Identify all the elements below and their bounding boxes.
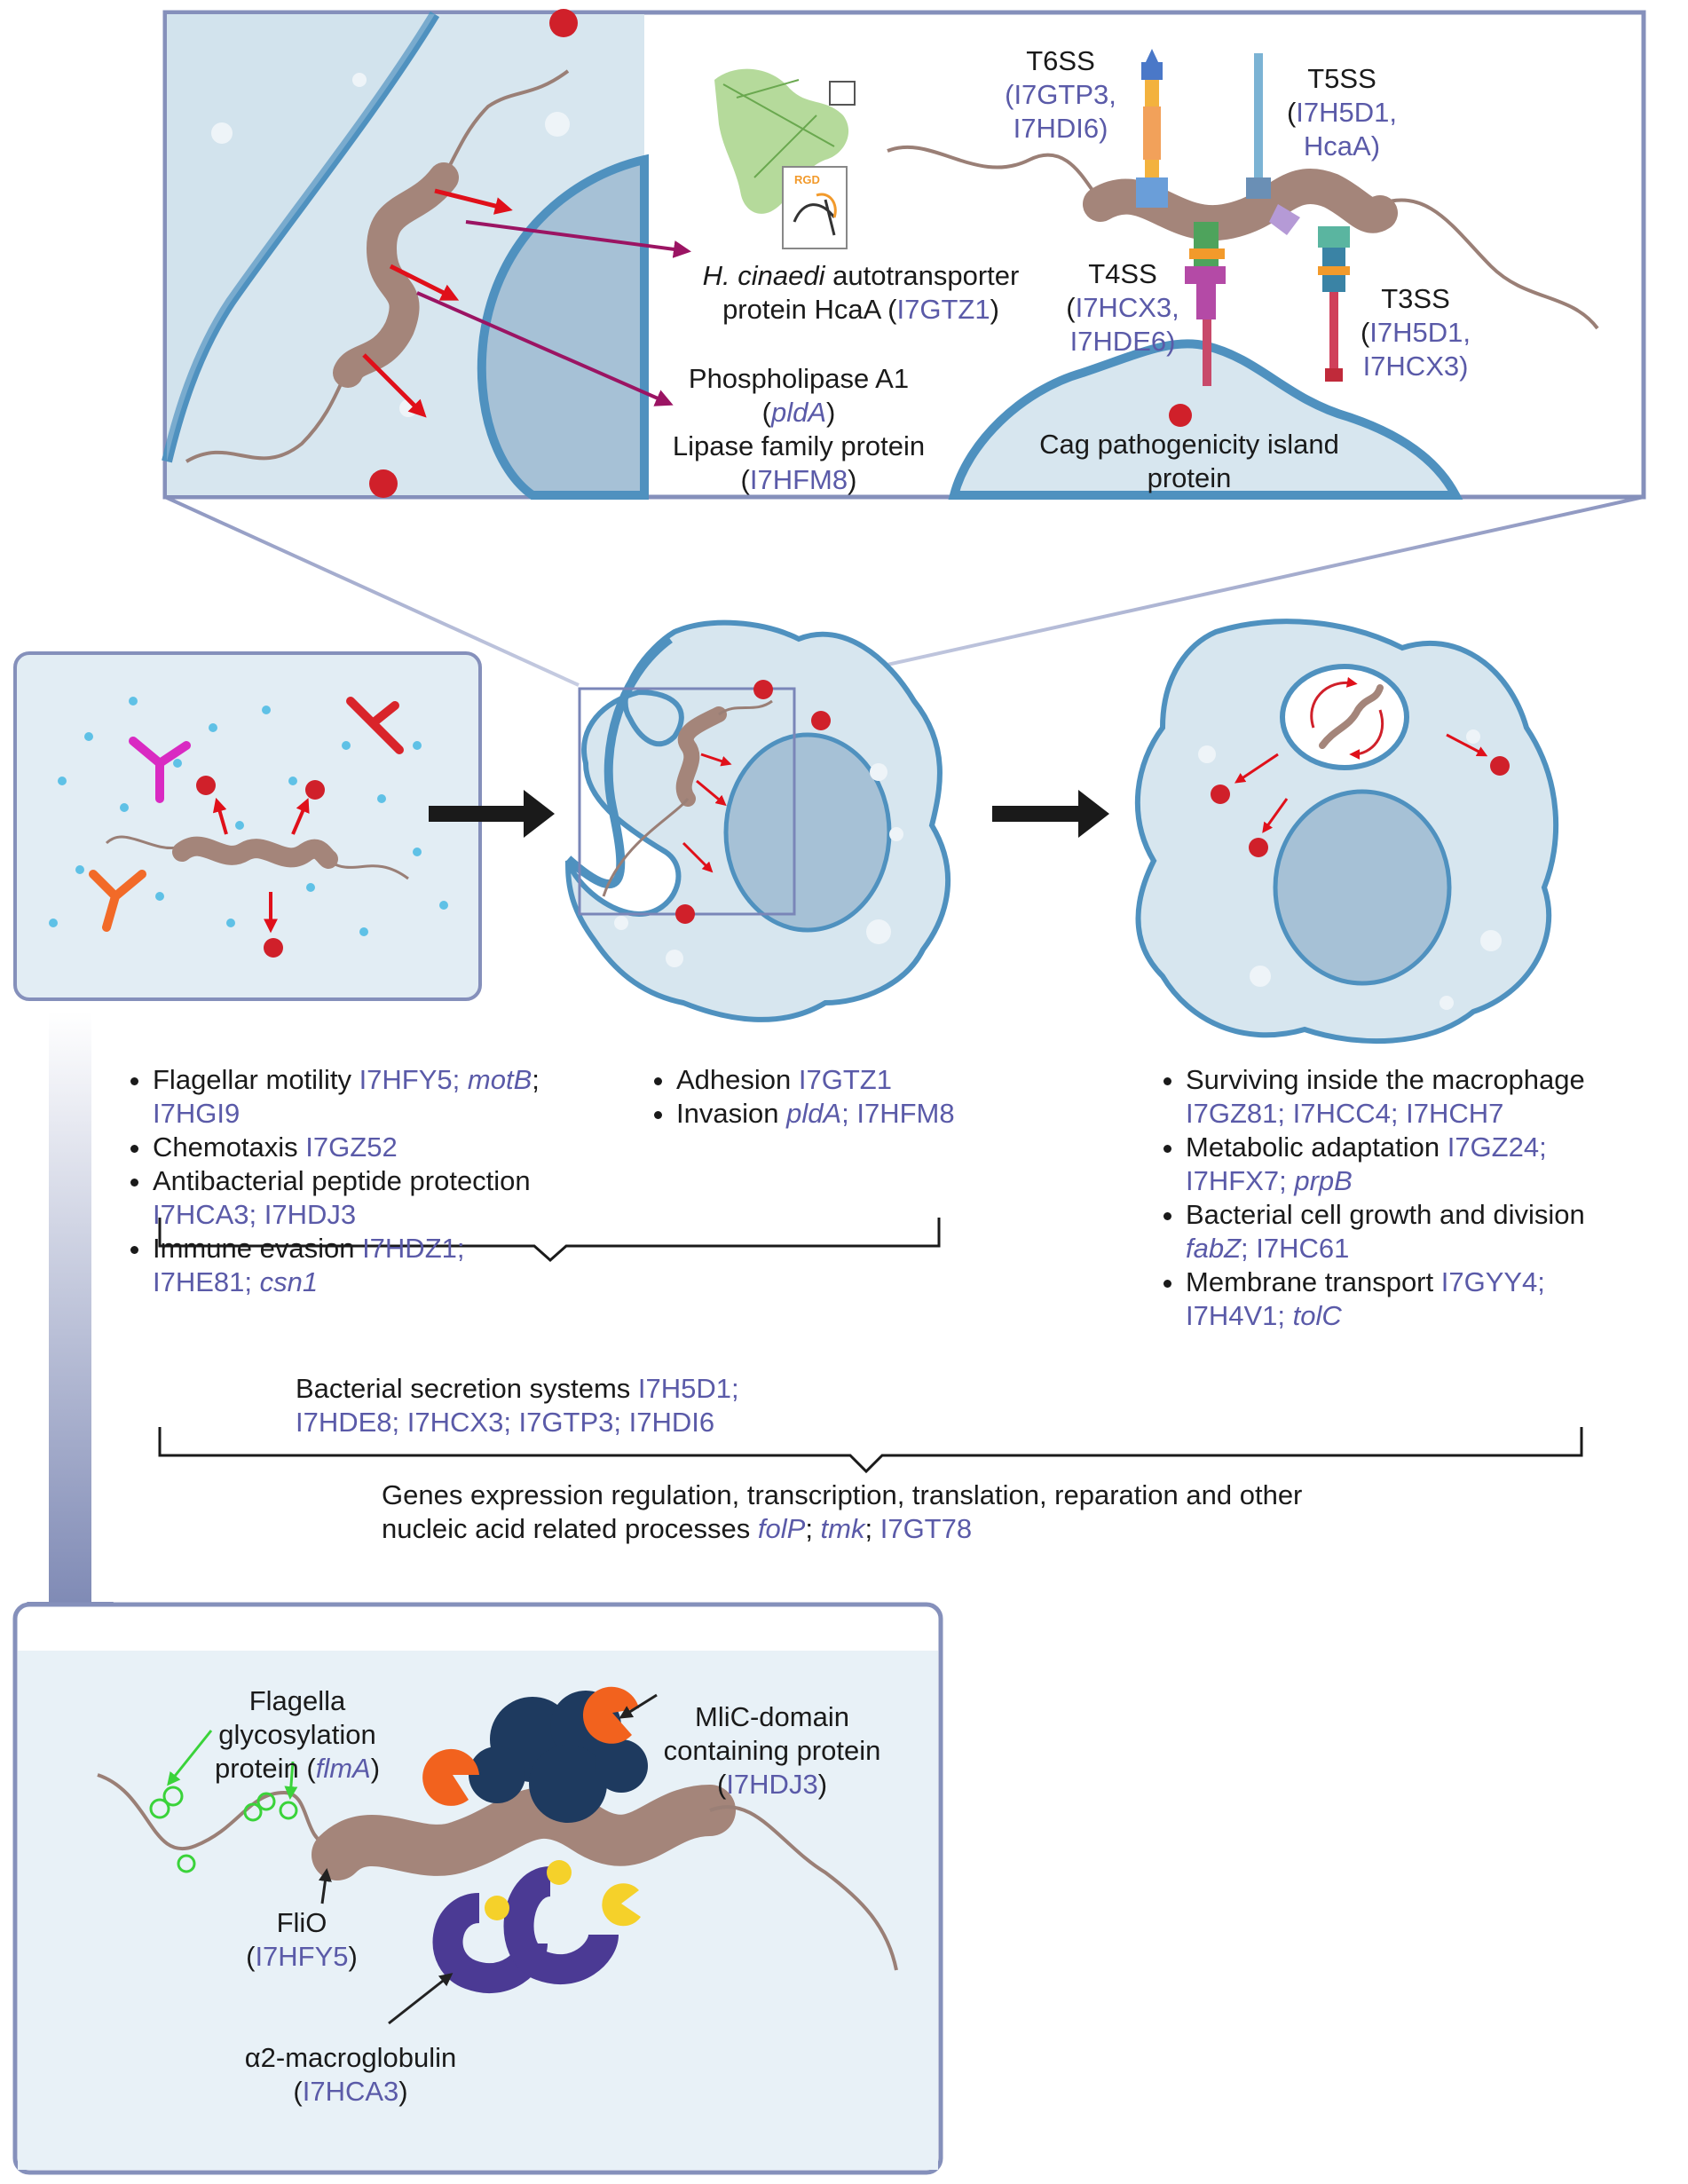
antibody-orange-icon: [89, 870, 146, 932]
t6ss-icon: [1136, 49, 1168, 208]
mlic-label: MliC-domain containing protein (I7HDJ3): [663, 1701, 881, 1800]
rgd-label: RGD: [794, 173, 820, 186]
antibody-magenta-icon: [129, 737, 191, 803]
yellow-pacman-icon: [602, 1883, 641, 1927]
progression-arrow-1: [429, 790, 555, 838]
list-item: Bacterial cell growth and division fabZ;…: [1186, 1198, 1688, 1265]
bottom-panel: [12, 1602, 943, 2175]
list-item: Metabolic adaptation I7GZ24; I7HFX7; prp…: [1186, 1131, 1688, 1198]
list-item: Invasion pldA; I7HFM8: [676, 1097, 1031, 1131]
phospholipase-label: Phospholipase A1 (pldA) Lipase family pr…: [672, 363, 926, 495]
t3ss-icon: [1318, 226, 1350, 382]
t6ss-label: T6SS (I7GTP3, I7HDI6): [1005, 45, 1116, 144]
list-item: Membrane transport I7GYY4; I7H4V1; tolC: [1186, 1265, 1688, 1333]
list-item: Chemotaxis I7GZ52: [153, 1131, 650, 1164]
hcaa-label: H. cinaedi autotransporter protein HcaA …: [702, 260, 1020, 325]
extracellular-panel: [13, 651, 482, 1001]
secretion-systems-text: Bacterial secretion systems I7H5D1; I7HD…: [296, 1373, 739, 1438]
right-function-list: Surviving inside the macrophage I7GZ81; …: [1147, 1063, 1688, 1333]
macroglobulin-icon: [432, 1866, 619, 1994]
flma-label: Flagella glycosylation protein (flmA): [214, 1685, 381, 1784]
list-item: Immune evasion I7HDZ1; I7HE81; csn1: [153, 1232, 650, 1299]
bracket-genes: [158, 1427, 1583, 1474]
hcaa-structure-icon: [714, 68, 856, 249]
zoom-panel-top: [162, 9, 1646, 500]
list-item: Flagellar motility I7HFY5; motB; I7HGI9: [153, 1063, 650, 1131]
t5ss-icon: [1246, 53, 1300, 235]
left-function-list: Flagellar motility I7HFY5; motB; I7HGI9 …: [114, 1063, 650, 1299]
middle-function-list: Adhesion I7GTZ1 Invasion pldA; I7HFM8: [637, 1063, 1031, 1131]
list-item: Surviving inside the macrophage I7GZ81; …: [1186, 1063, 1688, 1131]
gene-expression-text: Genes expression regulation, transcripti…: [382, 1479, 1303, 1544]
a2m-label: α2-macroglobulin (I7HCA3): [244, 2042, 457, 2107]
list-item: Adhesion I7GTZ1: [676, 1063, 1031, 1097]
t4ss-icon: [1185, 222, 1226, 386]
macrophage-invasion: [564, 619, 951, 1022]
down-arrow: [27, 1012, 114, 1652]
orange-pacman-icon: [422, 1686, 639, 1806]
list-item: Antibacterial peptide protection I7HCA3;…: [153, 1164, 650, 1232]
progression-arrow-2: [992, 790, 1109, 838]
t4ss-label: T4SS (I7HCX3, I7HDE6): [1066, 258, 1179, 357]
bracket-secretion: [158, 1218, 941, 1263]
cag-label: Cag pathogenicity island protein: [1039, 429, 1339, 493]
t5ss-label: T5SS (I7H5D1, HcaA): [1286, 63, 1398, 162]
flio-label: FliO (I7HFY5): [246, 1907, 358, 1972]
t3ss-label: T3SS (I7H5D1, I7HCX3): [1360, 283, 1471, 382]
zoom-connector: [164, 495, 1645, 687]
antibody-red-icon: [346, 697, 404, 754]
macrophage-survival: [1134, 619, 1559, 1045]
